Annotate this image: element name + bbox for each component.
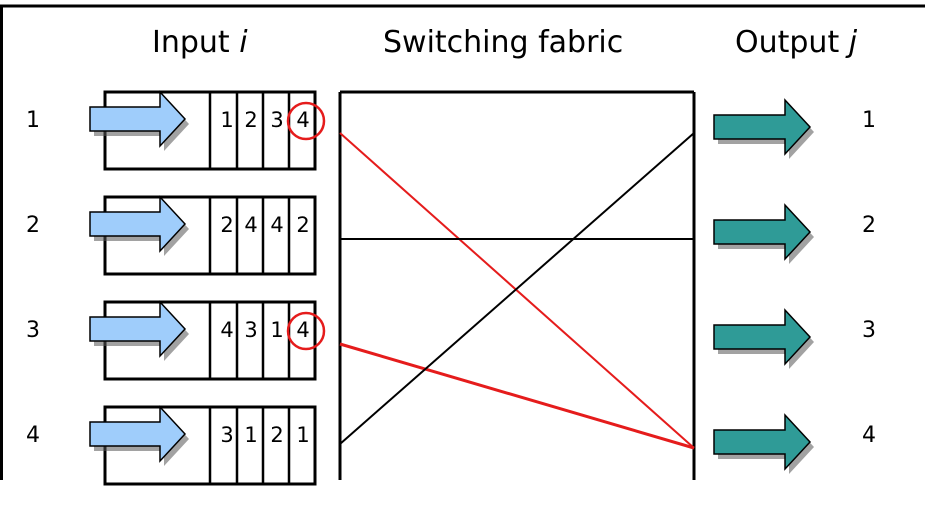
output-port-3: 3 <box>713 308 876 369</box>
output-header-label: Output <box>735 25 839 60</box>
output-port-label: 4 <box>862 423 876 448</box>
output-port-2: 2 <box>713 203 876 264</box>
input-arrow-icon <box>89 405 187 463</box>
queue-cell: 1 <box>244 423 257 447</box>
output-arrow-icon <box>713 98 812 156</box>
output-port-1: 1 <box>713 98 876 159</box>
input-port-label: 1 <box>26 108 40 133</box>
queue-cell: 2 <box>244 108 257 132</box>
switching-fabric <box>338 90 696 480</box>
input-header: Input i <box>152 25 248 60</box>
input-port-label: 2 <box>26 213 40 238</box>
queue-cell: 4 <box>244 213 257 237</box>
input-port-label: 4 <box>26 423 40 448</box>
queue-cell: 4 <box>270 213 283 237</box>
queue-cell: 1 <box>220 108 233 132</box>
input-header-variable: i <box>239 25 248 60</box>
queue-cell: 1 <box>296 423 309 447</box>
input-header-label: Input <box>152 25 230 60</box>
queue-cell: 3 <box>270 108 283 132</box>
queue-cell: 4 <box>220 318 233 342</box>
queue-cell: 2 <box>296 213 309 237</box>
queue-cell: 2 <box>220 213 233 237</box>
fabric-header: Switching fabric <box>383 25 623 60</box>
output-port-label: 3 <box>862 318 876 343</box>
output-port-label: 2 <box>862 213 876 238</box>
output-port-label: 1 <box>862 108 876 133</box>
idle-connection-4-to-1 <box>339 132 695 445</box>
queue-cell: 1 <box>270 318 283 342</box>
queue-cell: 3 <box>244 318 257 342</box>
output-port-4: 4 <box>713 413 876 474</box>
input-port-label: 3 <box>26 318 40 343</box>
output-header-variable: j <box>845 25 858 60</box>
output-header: Output j <box>735 25 858 60</box>
queue-cell: 4 <box>296 318 309 342</box>
input-arrow-icon <box>89 195 187 253</box>
active-connection-1-to-4 <box>339 132 695 449</box>
circle-highlight-icon <box>286 311 326 351</box>
queue-cell: 4 <box>296 108 309 132</box>
fabric-connections <box>339 132 695 450</box>
circle-highlight-icon <box>286 101 326 141</box>
output-arrow-icon <box>713 203 812 261</box>
queue-cell: 2 <box>270 423 283 447</box>
output-arrow-icon <box>713 308 812 366</box>
active-connection-3-to-4 <box>339 342 695 450</box>
output-ports: 1 2 3 4 <box>713 98 876 474</box>
output-arrow-icon <box>713 413 812 471</box>
input-arrow-icon <box>89 90 187 148</box>
queue-cell: 3 <box>220 423 233 447</box>
input-arrow-icon <box>89 300 187 358</box>
